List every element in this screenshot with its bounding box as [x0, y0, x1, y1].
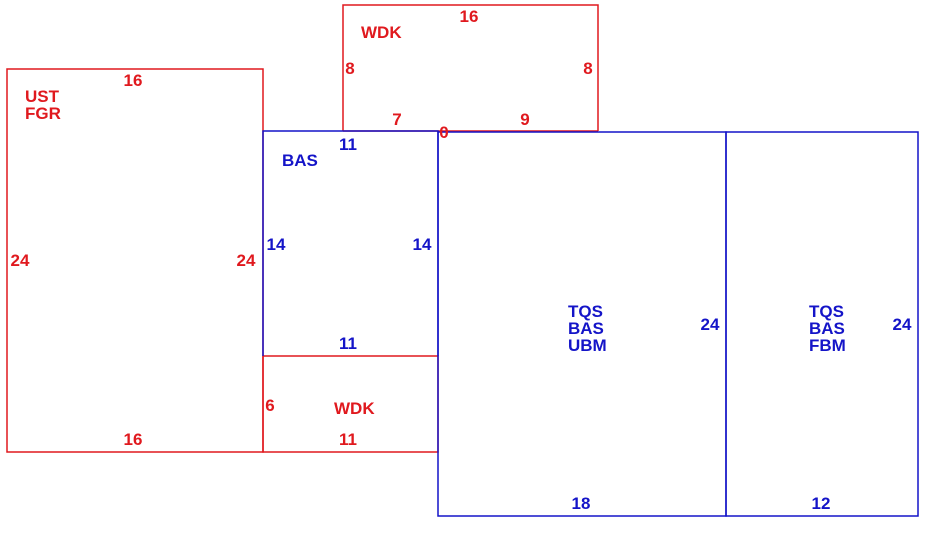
wdk-bottom-dim-left: 6	[265, 396, 274, 415]
ust-fgr-dim-left: 24	[11, 251, 30, 270]
wdk-top-dim-bottom-mid: 0	[439, 123, 448, 142]
tqs-bas-fbm-dim-right: 24	[893, 315, 912, 334]
bas-dim-left: 14	[267, 235, 286, 254]
ust-fgr-name-line-2: FGR	[25, 104, 61, 123]
wdk-top-name: WDK	[361, 23, 402, 42]
tqs-bas-ubm-name-line-2: BAS	[568, 319, 604, 338]
wdk-top-dim-bottom-right: 9	[520, 110, 529, 129]
tqs-bas-fbm-name-line-3: FBM	[809, 336, 846, 355]
bas-dim-top: 11	[339, 135, 357, 154]
ust-fgr-dim-right: 24	[237, 251, 256, 270]
tqs-bas-ubm-name-line-1: TQS	[568, 302, 603, 321]
bas-dim-right: 14	[413, 235, 432, 254]
tqs-bas-ubm-dim-bottom: 18	[572, 494, 591, 513]
bas-name: BAS	[282, 151, 318, 170]
tqs-bas-fbm-name-line-1: TQS	[809, 302, 844, 321]
ust-fgr-dim-bottom: 16	[124, 430, 143, 449]
wdk-bottom-name: WDK	[334, 399, 375, 418]
wdk-top-dim-top: 16	[460, 7, 479, 26]
tqs-bas-fbm-outline	[725, 131, 919, 517]
wdk-top-outline	[342, 4, 599, 131]
ust-fgr-name-line-1: UST	[25, 87, 60, 106]
wdk-bottom-dim-bottom: 11	[339, 430, 357, 449]
tqs-bas-fbm-name-line-2: BAS	[809, 319, 845, 338]
wdk-top-dim-bottom-left: 7	[392, 110, 401, 129]
tqs-bas-ubm-dim-right: 24	[701, 315, 720, 334]
wdk-top-dim-right: 8	[583, 59, 592, 78]
ust-fgr-outline	[6, 68, 264, 453]
ust-fgr-dim-top: 16	[124, 71, 143, 90]
wdk-top-dim-left: 8	[345, 59, 354, 78]
tqs-bas-fbm-dim-bottom: 12	[812, 494, 831, 513]
tqs-bas-ubm-name-line-3: UBM	[568, 336, 607, 355]
bas-dim-bottom: 11	[339, 334, 357, 353]
